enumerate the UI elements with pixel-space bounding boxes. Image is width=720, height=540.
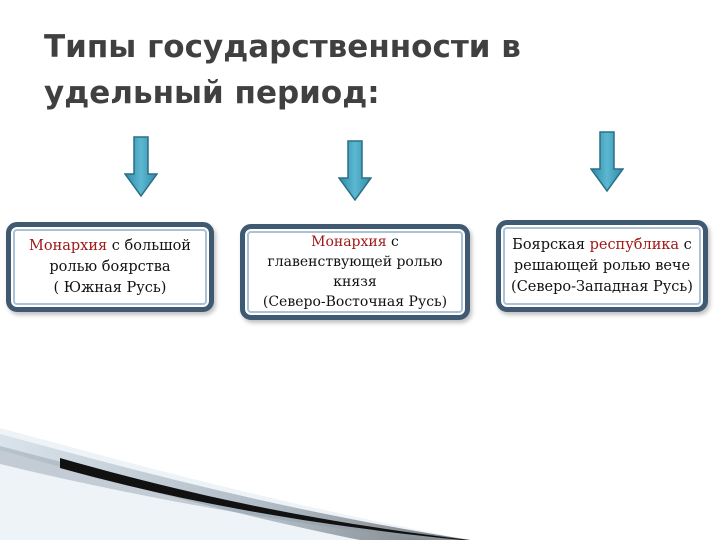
state-type-box-northeast: Монархия с главенствующей ролью князя (С… xyxy=(240,224,470,320)
box-highlight: Монархия xyxy=(29,237,108,254)
down-arrow-icon-left xyxy=(124,136,158,198)
box-text: с большой xyxy=(107,237,191,254)
box-text: Боярская xyxy=(512,236,590,253)
state-type-box-south-text: Монархия с большой ролью боярства ( Южна… xyxy=(29,236,191,299)
slide-title: Типы государственности в удельный период… xyxy=(44,29,521,111)
down-arrow-icon-center xyxy=(338,140,372,202)
state-type-box-south: Монархия с большой ролью боярства ( Южна… xyxy=(6,222,214,312)
box-text: решающей ролью вече xyxy=(513,257,691,274)
box-text: главенствующей ролью xyxy=(267,254,443,270)
state-type-box-northwest: Боярская республика с решающей ролью веч… xyxy=(496,220,708,312)
decorative-corner-swoosh xyxy=(0,428,470,540)
box-text: князя xyxy=(333,274,377,290)
state-type-box-northwest-text: Боярская республика с решающей ролью веч… xyxy=(511,235,693,298)
box-highlight: республика xyxy=(589,236,680,253)
box-text: с xyxy=(679,236,692,253)
box-text: (Северо-Восточная Русь) xyxy=(262,294,448,310)
box-text: с xyxy=(386,234,399,250)
box-text: ( Южная Русь) xyxy=(53,279,167,296)
box-text: (Северо-Западная Русь) xyxy=(511,278,693,295)
box-highlight: Монархия xyxy=(311,234,387,250)
down-arrow-icon-right xyxy=(590,131,624,193)
state-type-box-northeast-text: Монархия с главенствующей ролью князя (С… xyxy=(263,232,447,312)
box-text: ролью боярства xyxy=(49,258,171,275)
